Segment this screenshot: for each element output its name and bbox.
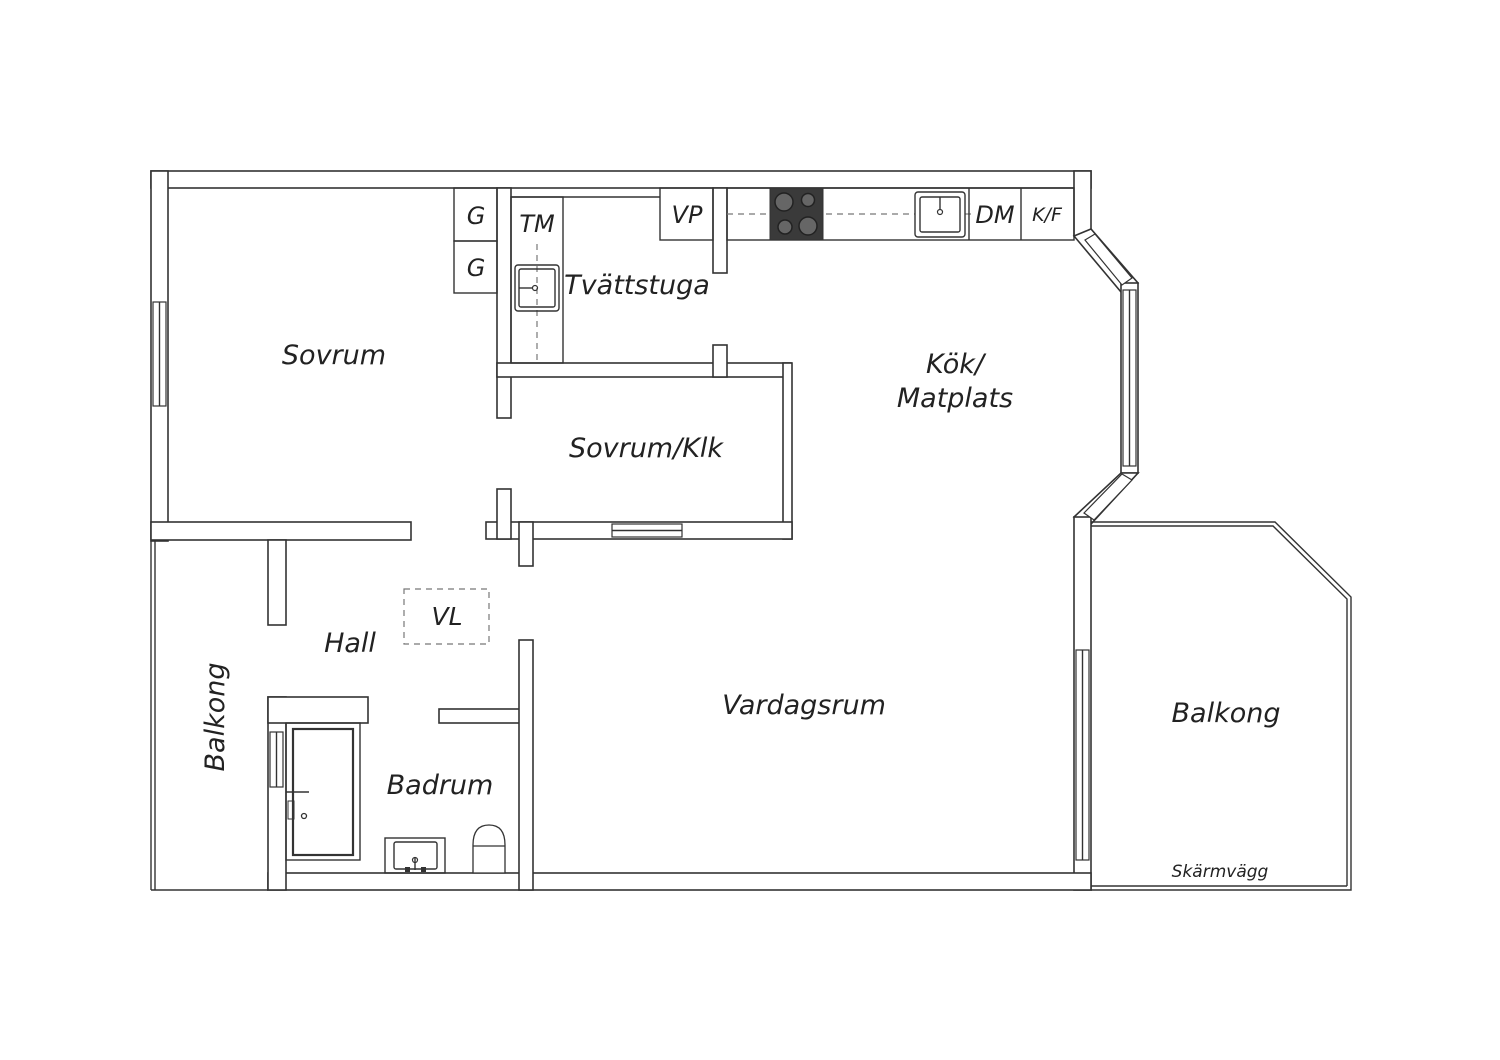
water-heater-label: VP <box>672 201 703 229</box>
kitchen-sink-icon <box>914 191 966 238</box>
wall-hall-left-upper <box>267 539 287 626</box>
wall-klk-stub <box>518 521 534 567</box>
wall-laundry-right-lower <box>712 344 728 378</box>
wall-klk-right <box>782 362 793 540</box>
dishwasher-label: DM <box>975 201 1014 229</box>
room-label-sovrum: Sovrum <box>282 340 386 371</box>
water-heater <box>659 187 714 241</box>
wall-right-top <box>1073 170 1092 237</box>
bathtub-icon <box>285 722 361 861</box>
balcony-right <box>1091 521 1352 891</box>
room-label-kok-line1: Kök/ <box>926 349 987 380</box>
room-label-balkong-right: Balkong <box>1172 698 1281 729</box>
windows <box>152 233 1137 861</box>
wardrobe-2-label: G <box>467 254 486 282</box>
wall-laundry-bottom <box>496 362 792 378</box>
wall-top <box>150 170 1092 189</box>
hall-cabinet <box>403 588 490 645</box>
laundry-counter <box>510 196 564 364</box>
laundry-sink-icon <box>514 264 560 312</box>
room-label-tvattstuga: Tvättstuga <box>564 270 710 301</box>
wardrobe-1-label: G <box>467 202 486 230</box>
wall-sovrum-bottom <box>150 521 412 541</box>
bathroom-sink-icon <box>384 837 446 874</box>
wall-hall-left-lower <box>267 696 287 891</box>
label-skarmvagg: Skärmvägg <box>1172 862 1269 882</box>
wall-sovrum-right <box>496 187 512 419</box>
room-label-kok-line2: Matplats <box>897 383 1013 414</box>
fridge-freezer-label: K/F <box>1032 204 1063 226</box>
wall-klk-left-stub <box>496 488 512 540</box>
room-label-badrum: Badrum <box>387 770 494 801</box>
wall-laundry-right-upper <box>712 187 728 274</box>
wall-bath-top-right <box>438 708 522 724</box>
room-label-vardagsrum: Vardagsrum <box>722 690 886 721</box>
wall-bath-top-left <box>267 696 369 724</box>
hall-cabinet-label: VL <box>431 602 462 631</box>
stove-icon <box>769 187 824 241</box>
room-label-hall: Hall <box>324 628 376 659</box>
toilet-icon <box>472 824 506 874</box>
room-label-sovrum-klk: Sovrum/Klk <box>569 433 724 464</box>
washing-machine-label: TM <box>519 210 555 238</box>
wall-bottom <box>267 872 1092 891</box>
room-label-balkong-left: Balkong <box>200 663 231 772</box>
wall-bath-right <box>518 639 534 891</box>
wardrobe-2 <box>453 240 498 294</box>
